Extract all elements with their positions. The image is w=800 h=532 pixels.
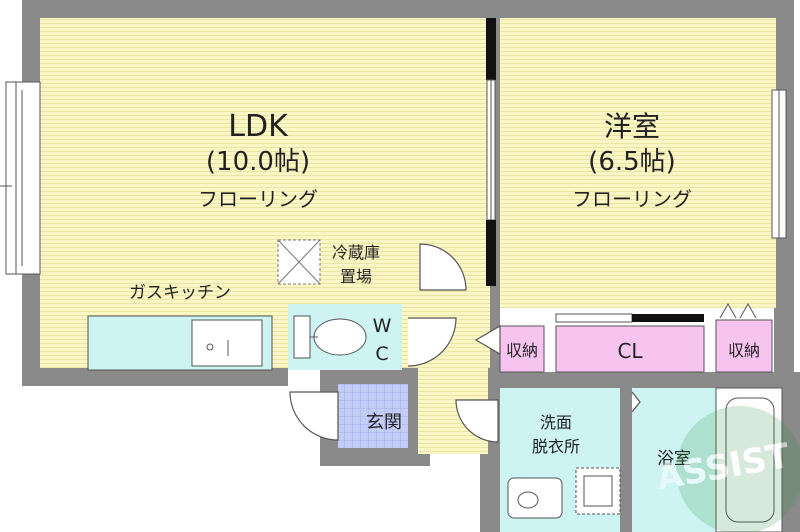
washroom-label-line1: 洗面 bbox=[540, 413, 572, 432]
doors bbox=[289, 243, 641, 443]
window-right bbox=[771, 89, 787, 239]
ldk-floor-type: フローリング bbox=[198, 187, 318, 211]
kitchen-counter bbox=[87, 315, 273, 371]
kitchen-label: ガスキッチン bbox=[129, 283, 231, 303]
ldk-size: (10.0帖) bbox=[206, 147, 310, 177]
wc-label-line1: W bbox=[373, 315, 392, 337]
washroom bbox=[500, 388, 621, 532]
bathroom bbox=[632, 387, 783, 532]
entrance-floor bbox=[338, 384, 408, 448]
entrance-label: 玄関 bbox=[366, 412, 402, 433]
closet-label: CL bbox=[617, 339, 643, 363]
partition-wall bbox=[486, 18, 496, 286]
washroom-label-line2: 脱衣所 bbox=[532, 437, 580, 456]
wc-room bbox=[288, 304, 402, 370]
storage-left-area bbox=[499, 325, 545, 373]
western-room-size: (6.5帖) bbox=[588, 147, 676, 177]
western-room-name: 洋室 bbox=[604, 110, 660, 143]
storage-left-label: 収納 bbox=[506, 341, 538, 360]
closet-area bbox=[555, 325, 705, 373]
ldk-name: LDK bbox=[228, 109, 289, 144]
storage-right-area bbox=[715, 319, 773, 373]
bathroom-label: 浴室 bbox=[657, 449, 691, 469]
storage-right-label: 収納 bbox=[728, 341, 760, 360]
wc-label-line2: C bbox=[375, 343, 388, 365]
fridge-space bbox=[277, 239, 321, 285]
fridge-label-line2: 置場 bbox=[340, 267, 372, 286]
ldk-floor bbox=[40, 18, 490, 368]
western-room-floor-type: フローリング bbox=[572, 187, 692, 211]
window-left bbox=[0, 81, 41, 275]
western-room-floor bbox=[500, 18, 776, 308]
fridge-label-line1: 冷蔵庫 bbox=[332, 243, 380, 262]
